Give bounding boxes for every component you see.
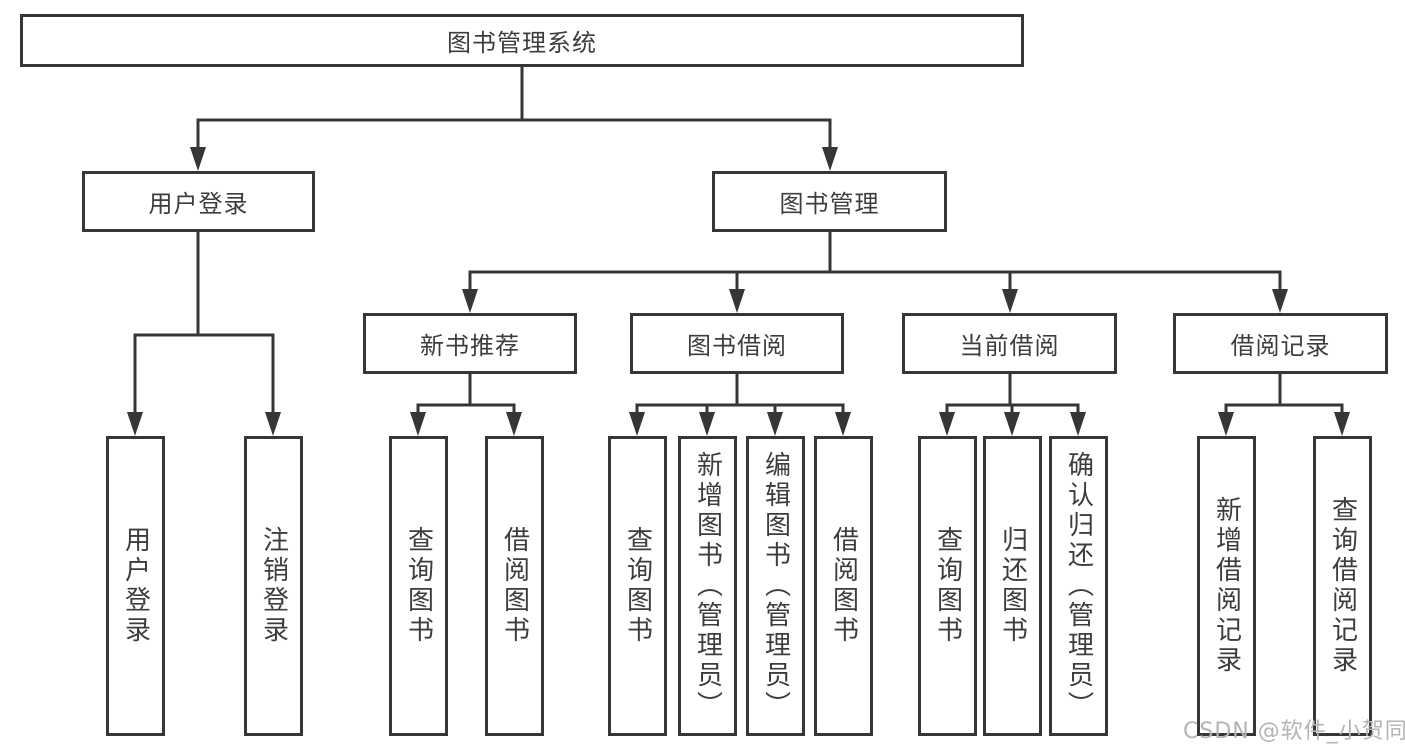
leaf-confirm-return-admin-label: 确认归还（管理员） [1063,451,1094,721]
leaf-add-borrow-record: 新增借阅记录 [1197,436,1256,736]
leaf-add-borrow-record-label: 新增借阅记录 [1211,496,1242,676]
node-library-system-label: 图书管理系统 [447,29,597,57]
leaf-query-borrow-record-label: 查询借阅记录 [1327,496,1358,676]
leaf-borrow-books-recommend: 借阅图书 [485,436,544,736]
leaf-query-books-borrowing-label: 查询图书 [622,526,653,646]
leaf-edit-books-admin-label: 编辑图书（管理员） [760,451,791,721]
node-book-management-label: 图书管理 [779,190,880,218]
node-current-borrowing-label: 当前借阅 [959,332,1060,360]
node-user-login: 用户登录 [82,171,315,232]
leaf-logout: 注销登录 [244,436,303,736]
leaf-query-books-recommend: 查询图书 [389,436,448,736]
leaf-borrow-books-borrowing: 借阅图书 [814,436,873,736]
node-book-management: 图书管理 [712,171,947,232]
leaf-query-books-current: 查询图书 [918,436,977,736]
leaf-query-books-borrowing: 查询图书 [608,436,667,736]
csdn-watermark: CSDN @软件_小贺同学 [1183,719,1405,744]
leaf-query-books-current-label: 查询图书 [932,526,963,646]
node-new-book-recommend: 新书推荐 [363,313,577,374]
leaf-logout-label: 注销登录 [258,526,289,646]
leaf-edit-books-admin: 编辑图书（管理员） [746,436,805,736]
leaf-query-books-recommend-label: 查询图书 [403,526,434,646]
leaf-user-login-label: 用户登录 [120,526,151,646]
leaf-add-books-admin-label: 新增图书（管理员） [692,451,723,721]
leaf-confirm-return-admin: 确认归还（管理员） [1049,436,1108,736]
leaf-borrow-books-borrowing-label: 借阅图书 [828,526,859,646]
node-book-borrowing-label: 图书借阅 [687,332,787,360]
node-borrowing-records: 借阅记录 [1173,313,1388,374]
node-current-borrowing: 当前借阅 [902,313,1117,374]
node-new-book-recommend-label: 新书推荐 [420,332,520,360]
node-book-borrowing: 图书借阅 [630,313,844,374]
leaf-return-books: 归还图书 [983,436,1042,736]
node-borrowing-records-label: 借阅记录 [1230,332,1331,360]
node-library-system: 图书管理系统 [20,14,1024,67]
node-user-login-label: 用户登录 [148,190,249,218]
leaf-return-books-label: 归还图书 [997,526,1028,646]
leaf-add-books-admin: 新增图书（管理员） [678,436,737,736]
leaf-query-borrow-record: 查询借阅记录 [1313,436,1372,736]
leaf-user-login: 用户登录 [106,436,165,736]
leaf-borrow-books-recommend-label: 借阅图书 [499,526,530,646]
